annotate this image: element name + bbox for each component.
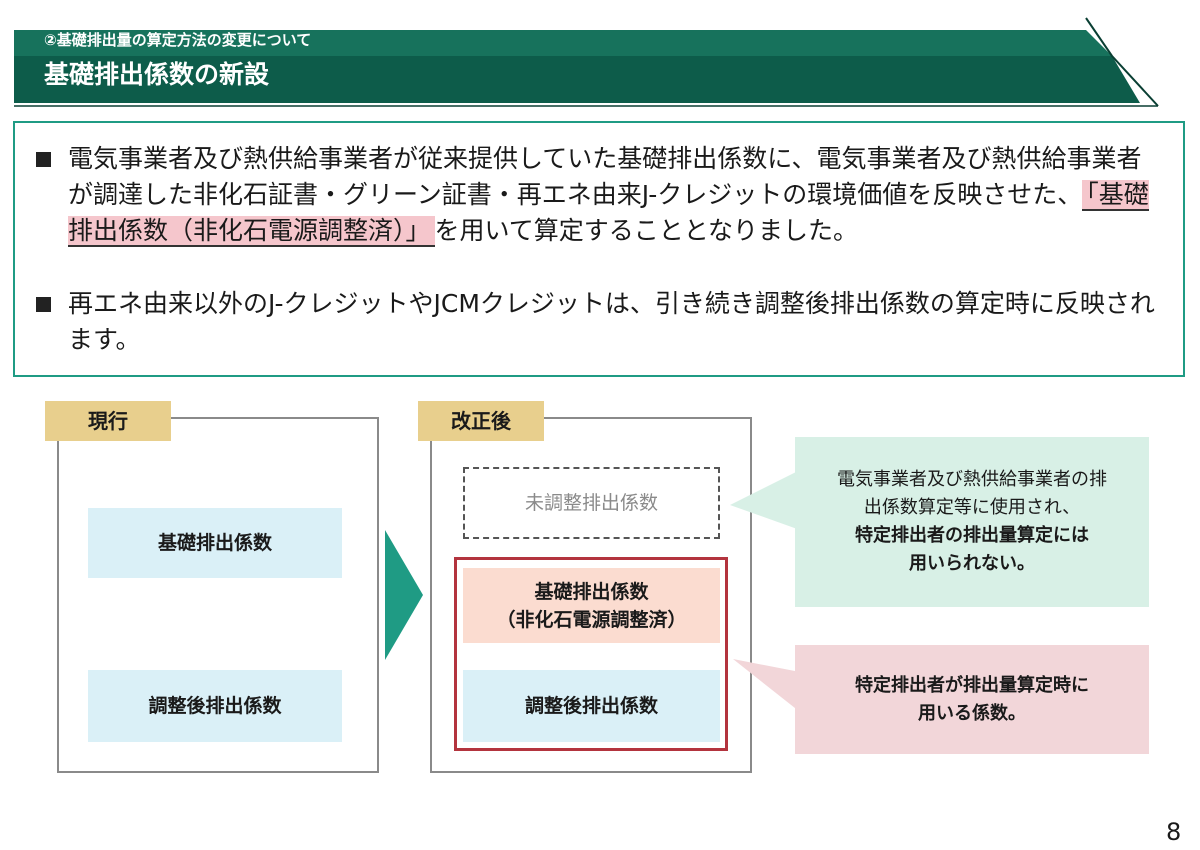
summary-box [13,121,1185,377]
square-bullet-icon [36,297,51,312]
revised-basic-coefficient: 基礎排出係数 （非化石電源調整済） [463,568,720,643]
header-banner [14,17,1159,107]
highlight-frame [454,557,728,751]
callout-green-line2: 出係数算定等に使用され、 [863,497,1081,518]
callout-pink-line1: 特定排出者が排出量算定時に [855,674,1089,696]
callout-used-coefficient-note: 特定排出者が排出量算定時に 用いる係数。 [795,645,1149,754]
callout-green-line1: 電気事業者及び熱供給事業者の排 [837,469,1107,490]
page-number: 8 [1166,818,1182,846]
square-bullet-icon [36,152,51,167]
revised-basic-line1: 基礎排出係数 [534,580,649,603]
revised-basic-line2: （非化石電源調整済） [496,608,687,631]
callout-unadjusted-note: 電気事業者及び熱供給事業者の排 出係数算定等に使用され、 特定排出者の排出量算定… [795,437,1149,607]
bullet-item-2: 再エネ由来以外のJ-クレジットやJCMクレジットは、引き続き調整後排出係数の算定… [36,286,1156,358]
callout-green-bold1: 特定排出者の排出量算定には [855,525,1089,546]
callout-pink-line2: 用いる係数。 [918,702,1026,724]
revised-unadjusted-coefficient: 未調整排出係数 [463,467,720,539]
callout-green-bold2: 用いられない。 [909,553,1035,574]
revised-label: 改正後 [418,401,544,441]
bullet-item-1: 電気事業者及び熱供給事業者が従来提供していた基礎排出係数に、電気事業者及び熱供給… [36,141,1156,249]
right-arrow-icon [385,530,423,660]
bullet-text-1: 電気事業者及び熱供給事業者が従来提供していた基礎排出係数に、電気事業者及び熱供給… [68,144,1149,247]
current-basic-coefficient: 基礎排出係数 [88,508,342,578]
page-title: 基礎排出係数の新設 [44,60,270,89]
revised-adjusted-coefficient: 調整後排出係数 [463,670,720,742]
section-subtitle: ②基礎排出量の算定方法の変更について [44,31,312,49]
current-adjusted-coefficient: 調整後排出係数 [88,670,342,742]
current-label: 現行 [45,401,171,441]
bullet-text-2: 再エネ由来以外のJ-クレジットやJCMクレジットは、引き続き調整後排出係数の算定… [68,289,1155,354]
